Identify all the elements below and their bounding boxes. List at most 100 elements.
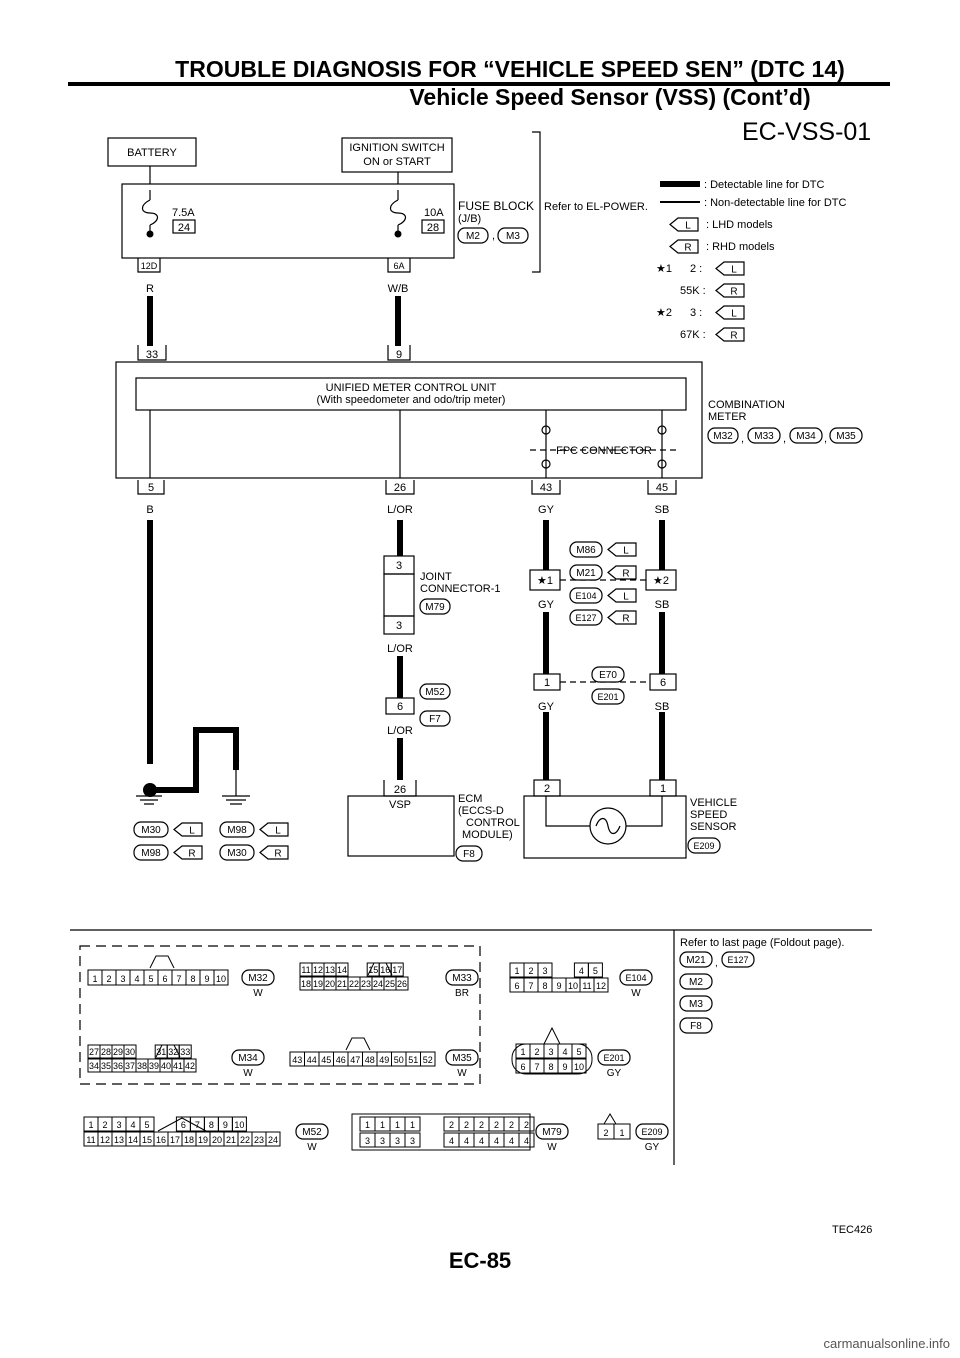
- legend-star1-r-tag-label: R: [730, 287, 737, 298]
- face-m79-top-pin: 1: [365, 1120, 370, 1130]
- face-m34-bot-pin: 40: [161, 1061, 171, 1071]
- face-m79-bot-pin: 4: [494, 1136, 499, 1146]
- face-m52-color: W: [307, 1142, 317, 1153]
- legend-star2-b: 67K :: [680, 329, 706, 341]
- joint-bottom-pin: 3: [396, 620, 402, 632]
- ground-m30-r-tag: [259, 845, 289, 860]
- face-m32-pin: 6: [162, 974, 167, 984]
- conn-m34: M34: [796, 431, 816, 442]
- face-m33-top-cell: [390, 962, 404, 977]
- ground-m98-l-tag-label: L: [275, 826, 281, 837]
- pill-f8: [455, 845, 483, 862]
- header-subtitle: Vehicle Speed Sensor (VSS) (Cont’d): [409, 84, 811, 110]
- conn-f8: F8: [463, 849, 475, 860]
- fuse1-number-box: [172, 219, 196, 234]
- legend-star2-a: 3 :: [690, 307, 702, 319]
- face-m34-top-pin: 29: [113, 1047, 123, 1057]
- fuse2-amp: 10A: [424, 207, 444, 219]
- face-m33-bot-pin: 22: [349, 979, 359, 989]
- ecm-label-4: MODULE): [462, 829, 513, 841]
- face-m52-bot-pin: 13: [114, 1135, 124, 1145]
- face-m79-bot-cell: [404, 1132, 421, 1148]
- wire-gy-label-3: GY: [538, 701, 555, 713]
- face-m33-id: M33: [452, 973, 472, 984]
- fuse1-element: [141, 199, 159, 226]
- legend-rhd-tag-label: R: [684, 243, 691, 254]
- face-m32-pin: 3: [120, 974, 125, 984]
- face-m35-cell: [420, 1051, 436, 1067]
- face-e104-bot-pin: 8: [542, 981, 547, 991]
- face-m52-bot-pin: 24: [268, 1135, 278, 1145]
- face-m35-pin: 50: [394, 1055, 404, 1065]
- page-number: EC-85: [448, 1248, 512, 1273]
- pill-e201: [591, 688, 625, 705]
- face-m33-top-pin: 15: [368, 965, 378, 975]
- term-45-box: [647, 480, 677, 495]
- m21-r-tag: [607, 565, 637, 580]
- face-m79-top-pin: 1: [380, 1120, 385, 1130]
- face-e104-top-pin: 4: [579, 966, 584, 976]
- e104-l-tag-label: L: [623, 592, 629, 603]
- m86-l-tag-label: L: [623, 546, 629, 557]
- face-m79-top-pin: 2: [479, 1120, 484, 1130]
- face-e104-top-cell: [587, 962, 603, 978]
- face-m34-bot-pin: 36: [113, 1061, 123, 1071]
- face-m32-pin: 4: [134, 974, 139, 984]
- pill-m30-a: [133, 821, 169, 838]
- battery-label: BATTERY: [127, 147, 177, 159]
- vss-box: [523, 795, 687, 859]
- face-e104-top-cell: [537, 962, 553, 978]
- conn-m86: M86: [576, 545, 596, 556]
- face-m33-bot-pin: 23: [361, 979, 371, 989]
- refer-comma: ,: [715, 958, 718, 969]
- face-m52-bot-pin: 21: [226, 1135, 236, 1145]
- wire-lor-label-3: L/OR: [387, 725, 413, 737]
- fpc-pin-43b: [541, 459, 551, 469]
- face-m34-id: M34: [238, 1053, 258, 1064]
- legend-star1-a: 2 :: [690, 263, 702, 275]
- face-m32-pin: 9: [204, 974, 209, 984]
- face-m34-bot-pin: 34: [89, 1061, 99, 1071]
- face-m35-id: M35: [452, 1053, 472, 1064]
- pill-bottom-e104: [619, 969, 653, 986]
- face-m33-bot-pin: 24: [373, 979, 383, 989]
- ignition-box: [341, 137, 453, 173]
- ignition-label-2: ON or START: [363, 156, 431, 168]
- face-e104-top-pin: 3: [542, 966, 547, 976]
- pill-refer-e127: [721, 951, 755, 968]
- ground-m98-r-tag: [173, 845, 203, 860]
- diagram-id: EC-VSS-01: [742, 118, 872, 146]
- face-m52-bot-pin: 19: [198, 1135, 208, 1145]
- ecm-label-3: CONTROL: [466, 817, 520, 829]
- face-m33-bot-pin: 26: [397, 979, 407, 989]
- face-m34-bot-pin: 35: [101, 1061, 111, 1071]
- legend-star1-b: 55K :: [680, 285, 706, 297]
- face-m33-tab: [367, 962, 393, 976]
- vss-wave: [595, 817, 621, 835]
- face-m52-top-pin: 8: [209, 1120, 214, 1130]
- face-m79-bot-pin: 4: [479, 1136, 484, 1146]
- face-m34-top-pin: 28: [101, 1047, 111, 1057]
- term-43-box: [531, 480, 561, 495]
- face-m33-top-pin: 14: [337, 965, 347, 975]
- vss-left-pin: 2: [544, 783, 550, 795]
- e104-l-tag: [607, 588, 637, 603]
- pill-bottom-m34: [231, 1049, 265, 1066]
- face-m35-pin: 49: [379, 1055, 389, 1065]
- fuse-block-label-2: (J/B): [458, 213, 481, 225]
- pill-bottom-e201: [597, 1049, 631, 1066]
- face-m35-pin: 44: [307, 1055, 317, 1065]
- face-e201-bot-pin: 6: [520, 1062, 525, 1072]
- face-m33-top-pin: 17: [392, 965, 402, 975]
- ignition-label-1: IGNITION SWITCH: [349, 142, 444, 154]
- pill-m34: [789, 427, 823, 444]
- meter-control-unit-box: [135, 377, 687, 411]
- conn-m79: M79: [425, 602, 445, 613]
- conn-m2: M2: [466, 231, 480, 242]
- face-m35-pin: 47: [350, 1055, 360, 1065]
- term-26: 26: [394, 482, 406, 494]
- face-m79-bot-cell: [518, 1132, 535, 1148]
- face-m33-color: BR: [455, 988, 469, 999]
- ecm-label-2: (ECCS-D: [458, 805, 504, 817]
- conn-m21: M21: [576, 568, 596, 579]
